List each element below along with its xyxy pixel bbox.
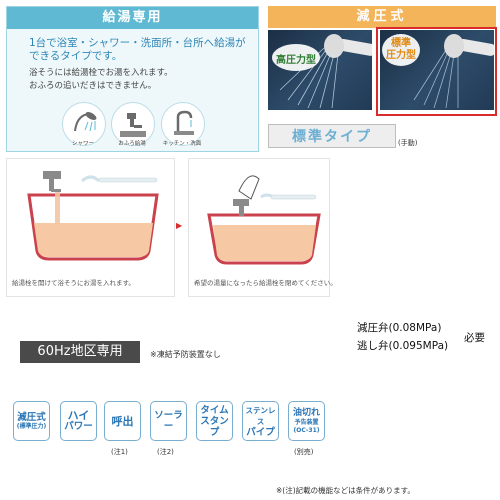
shower-head-icon — [279, 34, 372, 109]
kyuto-desc-line2: できるタイプです。 — [29, 50, 123, 62]
kyuto-note-line2: おふろの追いだきはできません。 — [29, 81, 157, 91]
badge-oil-line1: 油切れ — [292, 407, 320, 418]
high-pressure-label-bg: 高圧力型 — [272, 44, 320, 71]
relief-valve: 逃し弁(0.095MPa) — [357, 340, 449, 352]
standard-type-label: 標準タイプ — [268, 124, 396, 148]
feature-badge-call: 呼出 — [104, 401, 141, 441]
badge-highpower-line2: パワー — [64, 421, 93, 432]
step1-panel: 給湯栓を開けて浴そうにお湯を入れます。 — [6, 158, 175, 297]
bathtub-filling-illustration — [27, 171, 159, 261]
kyuto-title: 給湯専用 — [7, 7, 258, 29]
60hz-badge: 60Hz地区専用 — [20, 341, 140, 363]
feature-badge-stainless-pipe: ステンレス パイプ — [242, 401, 279, 441]
kyuto-note-line1: 浴そうには給湯栓でお湯を入れます。 — [29, 68, 173, 78]
pressure-reducing-valve: 減圧弁(0.08MPa) — [357, 322, 442, 334]
standard-pressure-label-2: 圧力型 — [386, 50, 416, 61]
badge-call-line1: 呼出 — [111, 414, 134, 428]
footer-note: ※(注)記載の機能などは条件があります。 — [276, 486, 415, 495]
standard-pressure-label-1: 標準 — [391, 38, 411, 49]
shower-icon — [62, 102, 106, 146]
bath-faucet-icon — [111, 102, 155, 146]
use-label-bath: おふろ給湯 — [118, 141, 146, 147]
badge-timestamp-line2: スタンプ — [200, 415, 229, 438]
high-pressure-shower-photo: 高圧力型 — [268, 30, 372, 110]
kyuto-panel: 給湯専用 1台で浴室・シャワー・洗面所・台所へ給湯が できるタイプです。 浴そう… — [6, 6, 259, 152]
solar-note: (注2) — [157, 448, 174, 456]
badge-oil-line2: 予告装置 — [294, 418, 319, 426]
genatsu-title: 減圧式 — [268, 6, 496, 28]
step2-caption: 希望の湯量になったら給湯栓を閉めてください。 — [194, 279, 337, 287]
standard-pressure-shower-photo: 標準 圧力型 — [380, 30, 494, 110]
step2-panel: 希望の湯量になったら給湯栓を閉めてください。 — [188, 158, 337, 297]
badge-stainless-line1: ステンレス — [245, 405, 276, 426]
requirement-box: 減圧弁(0.08MPa) 逃し弁(0.095MPa) 必要 — [347, 318, 493, 358]
feature-badge-oil-warning: 油切れ 予告装置 (OC-31) — [288, 401, 325, 441]
badge-stainless-line2: パイプ — [246, 426, 275, 438]
feature-badge-time-stamp: タイム スタンプ — [196, 401, 233, 441]
badge-solar-line1: ソーラー — [154, 410, 183, 432]
badge-highpower-line1: ハイ — [67, 409, 90, 422]
kyuto-description: 1台で浴室・シャワー・洗面所・台所へ給湯が できるタイプです。 — [29, 37, 254, 63]
feature-badge-genatsu: 減圧式 (標準圧力) — [13, 401, 50, 441]
standard-pressure-label-bg: 標準 圧力型 — [382, 34, 420, 66]
manual-note: (手動) — [398, 139, 418, 147]
shower-head-icon — [413, 34, 494, 109]
high-pressure-label: 高圧力型 — [276, 55, 316, 66]
use-label-kitchen: キッチン・洗面 — [162, 141, 202, 147]
badge-timestamp-line1: タイム — [200, 404, 229, 416]
next-step-arrow-icon: ▶ — [176, 221, 183, 230]
badge-genatsu-line2: (標準圧力) — [16, 422, 47, 430]
freeze-protection-note: ※凍結予防装置なし — [150, 350, 221, 359]
required-label: 必要 — [464, 332, 485, 344]
step1-caption: 給湯栓を開けて浴そうにお湯を入れます。 — [12, 279, 135, 287]
standard-type-highlight-frame — [376, 27, 497, 116]
badge-genatsu-line1: 減圧式 — [17, 411, 46, 423]
bathtub-full-illustration — [207, 175, 321, 265]
oil-note: (別売) — [294, 448, 314, 456]
feature-badge-high-power: ハイ パワー — [60, 401, 97, 441]
kyuto-note: 浴そうには給湯栓でお湯を入れます。 おふろの追いだきはできません。 — [29, 67, 254, 93]
badge-oil-line3: (OC-31) — [293, 426, 320, 434]
call-note: (注1) — [111, 448, 128, 456]
kyuto-desc-line1: 1台で浴室・シャワー・洗面所・台所へ給湯が — [29, 37, 246, 49]
feature-badge-solar: ソーラー — [150, 401, 187, 441]
use-label-shower: シャワー — [71, 141, 94, 147]
kitchen-faucet-icon — [161, 102, 205, 146]
